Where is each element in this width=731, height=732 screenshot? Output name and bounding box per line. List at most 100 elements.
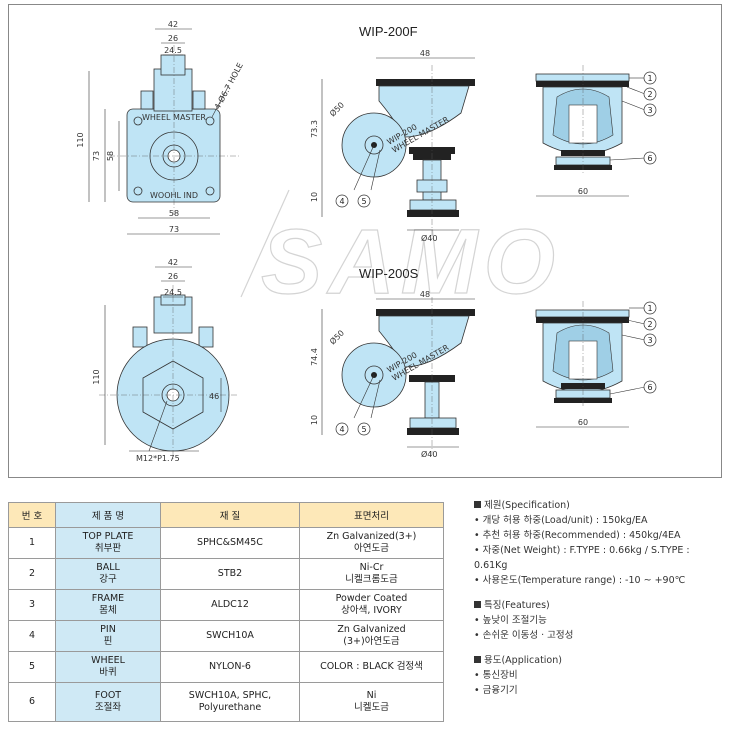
wip-200f-front-view: 60 1 2 3 6 (535, 65, 657, 197)
dim-f-48: 48 (420, 49, 430, 58)
wip-200f-top-view: WHEEL MASTER WOOHL IND 4-Ø6.7 HOLE 42 26… (76, 20, 245, 235)
row-name-en: WHEEL (91, 655, 125, 666)
spec-item: 사용온도(Temperature range) : -10 ~ +90℃ (474, 573, 724, 588)
spec-title: 제원(Specification) (484, 500, 570, 511)
dim-f-73h: 73 (169, 225, 179, 234)
row-no: 1 (8, 527, 56, 559)
dim-f-10: 10 (310, 192, 319, 202)
dim-f-245: 24.5 (164, 46, 182, 55)
s-callout-5: 5 (361, 425, 366, 434)
model-s-title: WIP-200S (359, 266, 419, 281)
dim-s-10: 10 (310, 415, 319, 425)
application-title: 용도(Application) (484, 655, 562, 666)
row-name-ko: 몸체 (99, 605, 117, 616)
row-finish-line: 니켈크롬도금 (345, 574, 398, 585)
wip-200s-top-view: 42 26 24.5 110 46 M12*P1.75 (92, 258, 239, 463)
row-name-ko: 취부판 (94, 543, 122, 554)
row-finish-line: Zn Galvanized (337, 624, 406, 635)
row-no: 2 (8, 558, 56, 590)
row-finish: Zn Galvanized(3+)아연도금 (299, 620, 444, 652)
col-header-material: 재 질 (160, 502, 300, 528)
row-name-ko: 강구 (99, 574, 117, 585)
row-material: NYLON-6 (160, 651, 300, 683)
dim-s-50: Ø50 (327, 328, 346, 347)
application-item: 통신장비 (474, 668, 724, 683)
dim-f-110: 110 (76, 132, 85, 147)
row-no: 5 (8, 651, 56, 683)
dim-f-42: 42 (168, 20, 178, 29)
dim-s-46: 46 (209, 392, 219, 401)
s-callout-6: 6 (647, 383, 652, 392)
dim-s-26: 26 (168, 272, 178, 281)
col-header-finish: 표면처리 (299, 502, 444, 528)
spec-panel: 제원(Specification) 개당 허용 하중(Load/unit) : … (474, 496, 724, 708)
row-material: SPHC&SM45C (160, 527, 300, 559)
row-name-ko: 바퀴 (99, 667, 117, 678)
dim-f-58v: 58 (106, 151, 115, 161)
square-bullet-icon (474, 656, 481, 663)
dim-s-40: Ø40 (421, 449, 437, 459)
row-finish: COLOR : BLACK 검정색 (299, 651, 444, 683)
s-callout-1: 1 (647, 304, 652, 313)
row-material: STB2 (160, 558, 300, 590)
row-finish-line: COLOR : BLACK 검정색 (320, 661, 423, 672)
dim-s-42: 42 (168, 258, 178, 267)
row-finish-line: Powder Coated (335, 593, 408, 604)
dim-s-48: 48 (420, 290, 430, 299)
row-finish-line: 아연도금 (354, 543, 389, 554)
watermark: SAMO (261, 211, 561, 313)
row-material: SWCH10A, SPHC, Polyurethane (160, 682, 300, 722)
spec-item: 추천 허용 하중(Recommended) : 450kg/4EA (474, 528, 724, 543)
row-name-en: FOOT (94, 690, 122, 701)
row-name-en: FRAME (91, 593, 125, 604)
row-name-en: PIN (100, 624, 116, 635)
dim-f-733: 73.3 (310, 120, 319, 138)
row-finish-line: Zn Galvanized(3+) (326, 531, 417, 542)
dim-f-26: 26 (168, 34, 178, 43)
f-callout-3: 3 (647, 106, 652, 115)
f-callout-6: 6 (647, 154, 652, 163)
dim-s-245: 24.5 (164, 288, 182, 297)
wip-200f-side-view: WIP-200 WHEEL MASTER 48 Ø50 73.3 10 Ø40 … (310, 49, 475, 243)
dim-s-744: 74.4 (310, 348, 319, 366)
row-no: 6 (8, 682, 56, 722)
s-callout-4: 4 (339, 425, 344, 434)
row-finish-line: (3+)아연도금 (343, 636, 400, 647)
watermark-slash (240, 189, 290, 298)
row-no: 4 (8, 620, 56, 652)
col-header-name: 제 품 명 (55, 502, 161, 528)
model-f-title: WIP-200F (359, 24, 418, 39)
features-item: 높낮이 조절기능 (474, 613, 724, 628)
application-item: 금융기기 (474, 683, 724, 698)
f-callout-5: 5 (361, 197, 366, 206)
row-name-en: BALL (96, 562, 120, 573)
spec-item: 개당 허용 하중(Load/unit) : 150kg/EA (474, 513, 724, 528)
f-callout-4: 4 (339, 197, 344, 206)
dim-f-40: Ø40 (421, 233, 437, 243)
col-header-no: 번 호 (8, 502, 56, 528)
row-finish: Zn Galvanized(3+)아연도금 (299, 527, 444, 559)
dim-s-110: 110 (92, 369, 101, 384)
s-callout-3: 3 (647, 336, 652, 345)
row-finish-line: Ni-Cr (359, 562, 384, 573)
dim-f-60: 60 (578, 187, 588, 196)
features-section: 특징(Features) 높낮이 조절기능 손쉬운 이동성 · 고정성 (474, 598, 724, 643)
row-name-en: TOP PLATE (82, 531, 134, 542)
dim-f-58h: 58 (169, 209, 179, 218)
features-title: 특징(Features) (484, 600, 550, 611)
features-heading: 특징(Features) (474, 598, 724, 613)
